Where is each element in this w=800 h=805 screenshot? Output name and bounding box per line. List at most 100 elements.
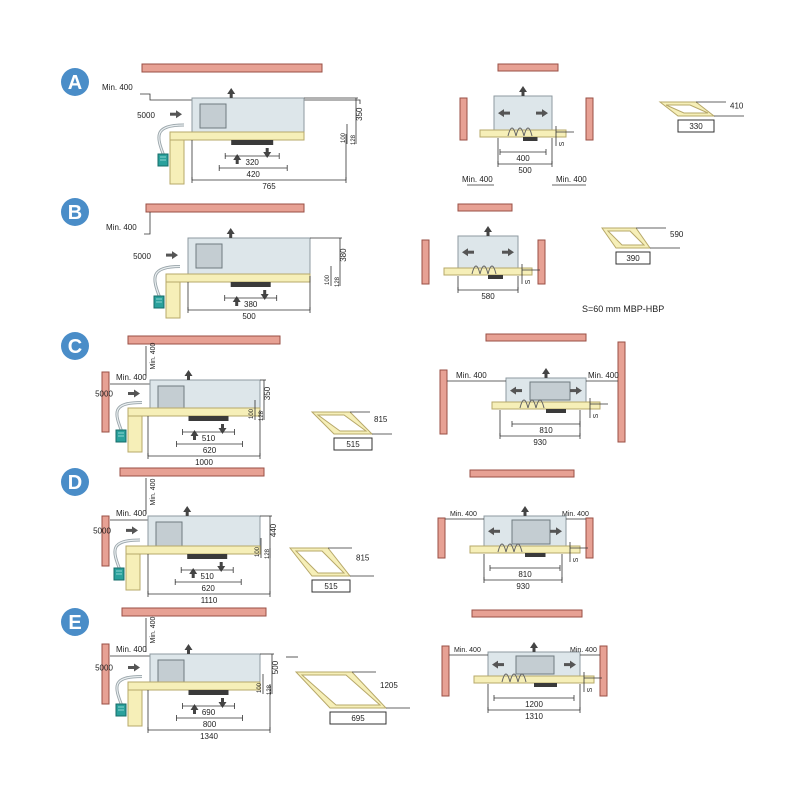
pipe-loop — [509, 673, 519, 683]
airflow-up-icon-stem — [486, 232, 490, 236]
airflow-right-icon-stem — [536, 111, 542, 115]
section-letter-b: B — [68, 202, 82, 224]
min-left-label: Min. 400 — [456, 371, 487, 380]
min-right-label: Min. 400 — [570, 647, 597, 654]
outlet-down-icon-stem — [263, 290, 267, 294]
hose-length-label: 5000 — [93, 527, 111, 536]
outlet-down-icon — [217, 566, 226, 572]
ac-grille — [529, 381, 571, 401]
airflow-in-icon-stem — [128, 666, 134, 669]
min-v-label: Min. 400 — [150, 342, 157, 369]
ac-grille — [515, 655, 555, 675]
small-b-label: 128 — [259, 410, 265, 421]
width-label: 515 — [346, 440, 360, 449]
outlet-grille — [488, 275, 503, 279]
airflow-up-icon-stem — [532, 648, 536, 652]
hose-length-label: 5000 — [137, 111, 155, 120]
outer-w-dim-label: 765 — [262, 182, 276, 191]
min-label: Min. 400 — [116, 373, 147, 382]
height-label: 500 — [271, 660, 280, 674]
airflow-in-icon — [176, 110, 182, 119]
side-wall-left — [421, 239, 430, 285]
mid-w-dim-label: 620 — [202, 584, 216, 593]
section-badge-d — [61, 468, 89, 496]
height-label: 350 — [355, 107, 364, 121]
airflow-up-icon — [484, 226, 492, 232]
pipe-loop — [515, 127, 525, 137]
height-label: 350 — [263, 386, 272, 400]
small-b-label: 128 — [265, 548, 271, 559]
airflow-in-icon — [132, 526, 138, 535]
ceiling-wall — [485, 333, 587, 342]
width-box — [615, 251, 651, 265]
outlet-down-icon-stem — [221, 698, 224, 702]
min-left-label: Min. 400 — [462, 175, 493, 184]
airflow-up-icon-stem — [229, 234, 233, 238]
pipe-loop — [479, 265, 489, 275]
width-box — [677, 119, 715, 133]
airflow-up-icon — [519, 86, 527, 92]
depth-label: 815 — [374, 415, 388, 424]
section-letter-e: E — [68, 612, 81, 634]
small-a-label: 100 — [341, 132, 347, 143]
width-label: 330 — [689, 122, 703, 131]
outlet-up-icon — [233, 154, 242, 160]
height-label: 380 — [339, 248, 348, 262]
inner-w-dim-label: 400 — [516, 154, 530, 163]
outlet-up-icon-stem — [235, 160, 239, 164]
airflow-up-icon-stem — [185, 512, 189, 516]
outlet-grille — [546, 409, 566, 413]
cutout-opening — [606, 230, 646, 246]
airflow-right-icon-stem — [502, 250, 508, 254]
pipe-loop — [519, 399, 529, 409]
small-a-label: 100 — [257, 682, 263, 693]
airflow-up-icon-stem — [523, 512, 527, 516]
airflow-in-icon-stem — [166, 253, 172, 257]
width-label: 515 — [324, 582, 338, 591]
outlet-up-icon — [190, 704, 199, 710]
mounting-plate — [473, 675, 595, 684]
airflow-left-icon-stem — [516, 389, 522, 393]
height-label: 440 — [269, 523, 278, 537]
pipe-loop — [513, 543, 523, 553]
airflow-in-icon — [134, 389, 140, 398]
min-v-label: Min. 400 — [150, 478, 157, 505]
cutout-opening — [294, 550, 346, 574]
depth-label: 815 — [356, 554, 370, 563]
outlet-up-icon — [190, 430, 199, 436]
ac-grille — [199, 103, 227, 129]
drain-hose-inner — [154, 265, 181, 299]
small-a-label: 100 — [249, 408, 255, 419]
width-label: 695 — [351, 714, 365, 723]
side-wall-right — [617, 341, 626, 443]
outlet-grille — [188, 416, 229, 421]
min-label: Min. 400 — [106, 223, 137, 232]
small-a-label: 100 — [325, 274, 331, 285]
min-right-label: Min. 400 — [556, 175, 587, 184]
depth-label: 410 — [730, 101, 744, 110]
section-letter-a: A — [68, 72, 82, 94]
side-wall-right — [537, 239, 546, 285]
airflow-up-icon — [226, 228, 235, 234]
min-left-label: Min. 400 — [454, 647, 481, 654]
section-badge-a — [61, 68, 89, 96]
min-right-label: Min. 400 — [588, 371, 619, 380]
depth-label: 590 — [670, 230, 684, 239]
min-left-label: Min. 400 — [450, 511, 477, 518]
inner-w-dim-label: 320 — [246, 158, 260, 167]
ceiling-wall — [119, 467, 265, 477]
airflow-up-icon-stem — [187, 650, 190, 654]
inner-w-dim-label: 380 — [244, 300, 258, 309]
airflow-left-icon-stem — [494, 529, 500, 533]
airflow-right-icon — [542, 109, 548, 118]
airflow-up-icon — [521, 506, 529, 512]
outlet-down-icon — [260, 294, 269, 300]
ceiling-wall — [497, 63, 559, 72]
ceiling-wall — [145, 203, 305, 213]
wall-sleeve-horizontal — [127, 407, 261, 417]
outlet-grille — [231, 140, 274, 145]
